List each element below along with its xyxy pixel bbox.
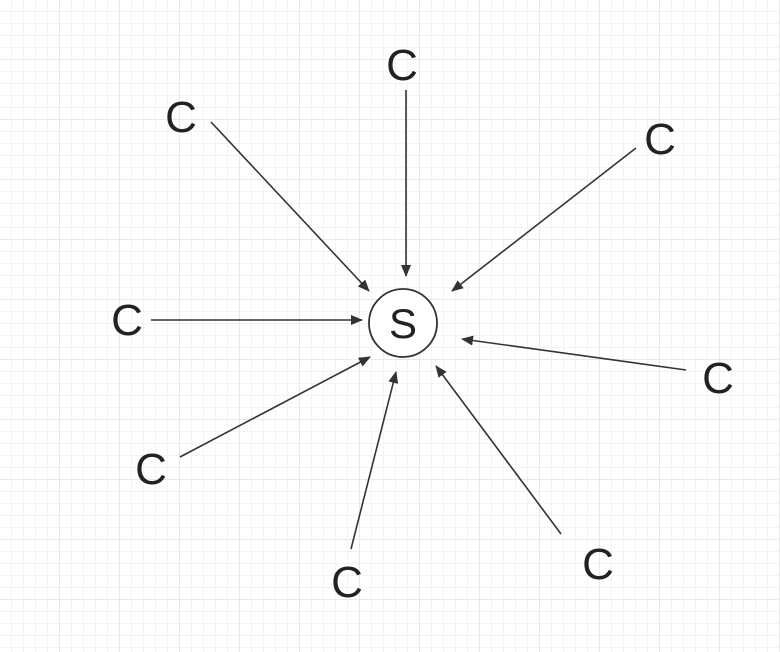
- edge-top-right: [451, 147, 637, 292]
- client-node-left: C: [111, 296, 143, 345]
- client-node-top-left: C: [165, 93, 197, 142]
- client-node-top: C: [386, 41, 418, 90]
- edge-bottom-left: [179, 356, 371, 458]
- client-node-top-right: C: [644, 115, 676, 164]
- server-circle: [368, 288, 438, 358]
- edge-right: [461, 335, 687, 371]
- client-node-right: C: [702, 354, 734, 403]
- edge-top-left: [210, 121, 370, 292]
- client-node-bottom-left: C: [135, 445, 167, 494]
- edge-bottom-right: [435, 365, 562, 535]
- server-label: S: [389, 300, 417, 347]
- client-node-bottom-right: C: [582, 540, 614, 589]
- edge-bottom: [350, 371, 399, 550]
- client-node-bottom: C: [331, 558, 363, 607]
- server-node: S: [368, 288, 438, 358]
